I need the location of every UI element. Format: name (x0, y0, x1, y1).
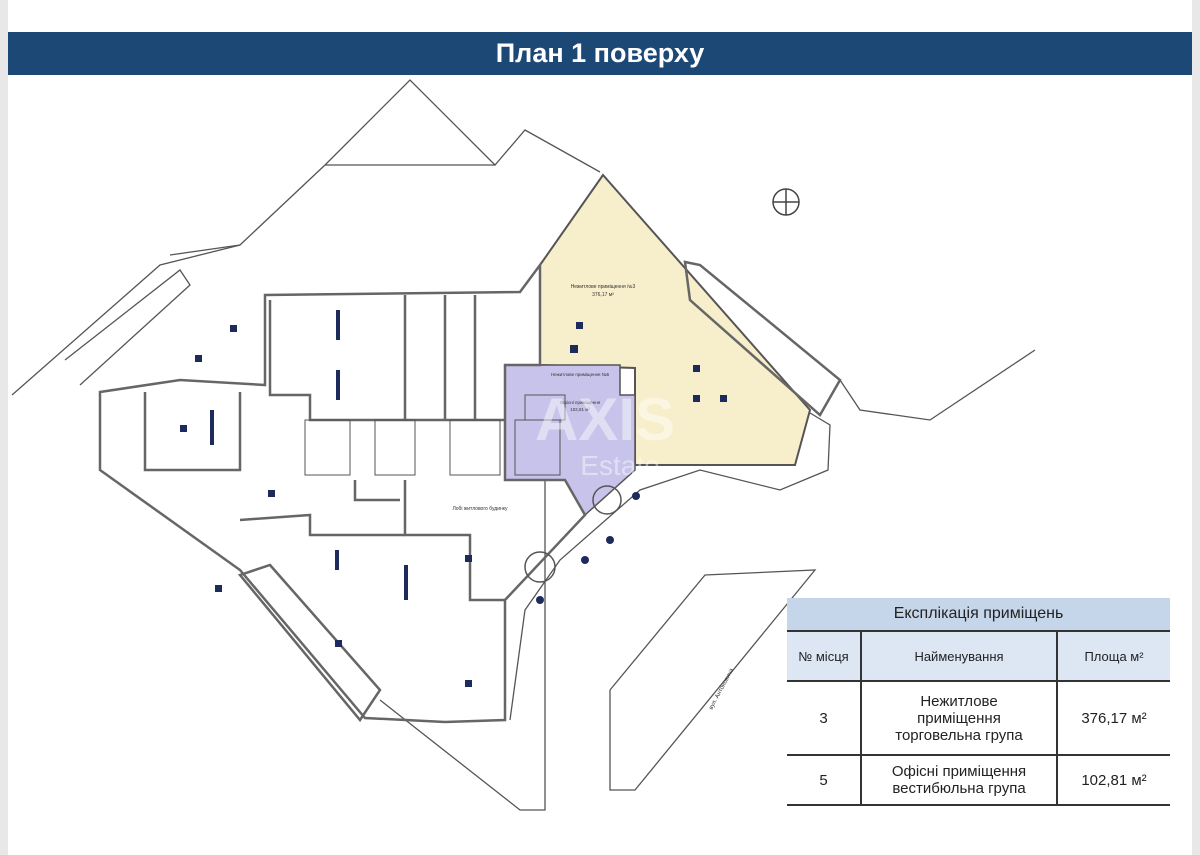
row-number: 3 (787, 681, 861, 756)
street-label: вул. Антоновича (708, 667, 735, 711)
row-name: Офісні приміщення вестибюльна група (860, 755, 1058, 806)
lobby-label: Лобі житлового будинку (452, 506, 508, 512)
room-3-area: 376,17 м² (592, 292, 614, 298)
explication-table: Експлікація приміщень № місця Найменуван… (787, 598, 1170, 806)
page-title: План 1 поверху (8, 32, 1192, 75)
compass-icon (772, 188, 800, 216)
room-5-area: 102,81 м² (570, 407, 590, 412)
watermark-sub: Estate (580, 450, 659, 481)
row-area: 376,17 м² (1057, 681, 1170, 756)
table-title: Експлікація приміщень (787, 598, 1170, 632)
stairs-elevators (304, 394, 566, 476)
revolving-doors (524, 485, 622, 583)
row-name: Нежитлове приміщення торговельна група (860, 681, 1058, 756)
columns (180, 310, 727, 687)
room-5-label: Нежитлове приміщення №5 (551, 372, 610, 377)
right-edge (1192, 0, 1200, 855)
building-walls (98, 260, 842, 724)
table-row: 5 Офісні приміщення вестибюльна група 10… (787, 755, 1170, 806)
col-header-number: № місця (787, 631, 861, 682)
site-boundary (11, 79, 1036, 811)
col-header-area: Площа м² (1057, 631, 1170, 682)
table-row: 3 Нежитлове приміщення торговельна група… (787, 681, 1170, 756)
watermark-main: AXIS (535, 386, 675, 453)
row-area: 102,81 м² (1057, 755, 1170, 806)
col-header-name: Найменування (860, 631, 1058, 682)
room-5-sub: Офісні приміщення (560, 400, 601, 405)
row-number: 5 (787, 755, 861, 806)
left-edge (0, 0, 8, 855)
room-3-label: Нежитлове приміщення №3 (571, 284, 636, 290)
